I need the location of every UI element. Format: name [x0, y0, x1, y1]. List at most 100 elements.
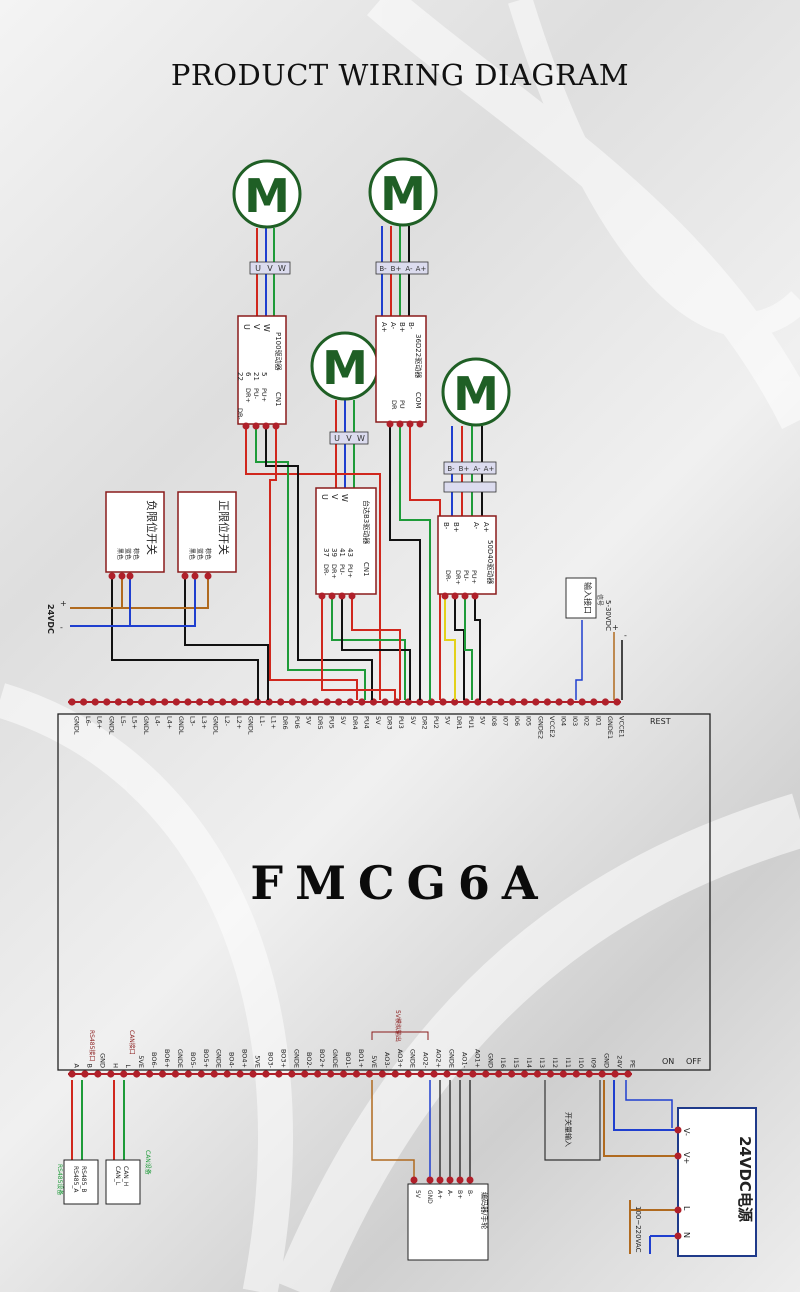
svg-text:M: M: [380, 167, 426, 221]
bottom-terminal-pin-label: GND: [486, 1053, 494, 1068]
top-terminal-pin-label: I03: [571, 716, 579, 726]
svg-text:A+: A+: [380, 322, 388, 333]
svg-text:A+: A+: [484, 465, 495, 473]
bottom-terminal-pin: [520, 1070, 529, 1078]
svg-text:-: -: [60, 623, 63, 632]
svg-text:43: 43: [346, 548, 354, 557]
top-terminal-pin-label: 5V: [339, 716, 347, 725]
svg-text:5: 5: [260, 372, 268, 376]
bottom-terminal-pin-label: BO6+: [163, 1049, 171, 1068]
top-terminal-pin-label: L3+: [200, 716, 208, 729]
svg-text:21: 21: [252, 372, 260, 381]
svg-text:M: M: [453, 367, 499, 421]
bottom-terminal-pin: [171, 1070, 180, 1078]
top-terminal-pin: [509, 698, 517, 706]
top-terminal-pin-label: PU5: [328, 716, 336, 729]
top-terminal-pin-label: DR1: [455, 716, 463, 730]
svg-text:黑色: 黑色: [116, 548, 124, 560]
bottom-terminal-pin: [391, 1070, 399, 1078]
svg-text:负限位开关: 负限位开关: [145, 500, 159, 555]
bottom-terminal-pin-label: GNDE: [176, 1049, 184, 1068]
top-terminal-pin-label: GNDL: [212, 716, 220, 735]
svg-text:B+: B+: [452, 522, 460, 533]
top-terminal-pin: [184, 698, 192, 706]
svg-text:B+: B+: [391, 265, 402, 273]
connector-motor-2: B- B+ A- A+: [375, 261, 429, 275]
top-terminal-pin: [277, 698, 285, 706]
svg-text:棕色: 棕色: [204, 548, 212, 560]
top-terminal-pin-label: 5V: [409, 716, 417, 725]
bottom-terminal-pin-label: BO4+: [241, 1049, 249, 1068]
bottom-terminal-pin: [598, 1070, 606, 1078]
bottom-terminal-pin: [249, 1070, 257, 1078]
svg-text:COM: COM: [414, 392, 422, 408]
bottom-terminal-pin: [145, 1070, 154, 1078]
driver-36d22-pins: [386, 420, 424, 428]
svg-text:A-: A-: [405, 265, 413, 273]
top-terminal-pin: [311, 698, 320, 706]
svg-text:DR+: DR+: [454, 570, 462, 585]
top-terminal-pin-label: PU1: [467, 716, 475, 729]
bottom-terminal-pin: [197, 1070, 205, 1078]
svg-text:编码器/手轮: 编码器/手轮: [480, 1192, 489, 1229]
driver-delta-b3: U V W 台达B3驱动器 CN1 43 41 39 37 PU+ PU- DR…: [315, 487, 377, 595]
bottom-terminal-pin: [314, 1070, 322, 1078]
bottom-terminal-pin: [236, 1070, 244, 1078]
svg-text:U: U: [255, 264, 261, 273]
top-terminal-pin-label: DR4: [351, 716, 359, 730]
motor-4: M: [441, 357, 511, 427]
limit-switch-positive: 正限位开关 棕色 蓝色 黑色: [177, 491, 237, 580]
rs485-device: RS485_B RS485_A RS485设备: [56, 1159, 99, 1205]
top-terminal-pin-label: I06: [513, 716, 521, 726]
bottom-terminal-pin-label: I16: [499, 1058, 507, 1068]
bottom-terminal-pin: [184, 1070, 192, 1078]
top-terminal-pin-label: PU3: [397, 716, 405, 729]
svg-text:DR-: DR-: [322, 564, 330, 576]
bottom-terminal-pin-label: PE: [629, 1060, 637, 1068]
svg-text:DR-: DR-: [444, 570, 452, 582]
bottom-terminal-pin: [339, 1070, 348, 1078]
top-terminal-pin: [219, 698, 227, 706]
bottom-terminal-pin-label: BO3+: [279, 1049, 287, 1068]
svg-text:B+: B+: [456, 1190, 463, 1199]
bottom-terminal-pin-label: AO1-: [460, 1052, 468, 1069]
top-terminal-pin: [346, 698, 354, 706]
bottom-terminal-pin-label: BO3-: [266, 1052, 274, 1069]
svg-text:正限位开关: 正限位开关: [217, 500, 231, 555]
svg-text:U: U: [242, 324, 251, 330]
bottom-terminal-pin-label: AO3-: [383, 1052, 391, 1069]
svg-text:CAN接口: CAN接口: [128, 1030, 136, 1055]
top-terminal-pin: [126, 698, 134, 706]
svg-text:100~220VAC: 100~220VAC: [634, 1206, 642, 1253]
bottom-terminal-pin: [482, 1070, 490, 1078]
page-title: PRODUCT WIRING DIAGRAM: [170, 58, 630, 92]
svg-text:RS485设备: RS485设备: [56, 1164, 64, 1195]
top-terminal-pin-label: DR3: [386, 716, 394, 730]
bottom-terminal-pin: [456, 1070, 464, 1078]
motor-2: M: [368, 157, 438, 227]
top-terminal-pin: [358, 698, 366, 706]
svg-text:V: V: [330, 494, 339, 500]
on-label: ON: [662, 1057, 674, 1066]
svg-text:RS485_B: RS485_B: [80, 1166, 87, 1193]
top-terminal-pin: [567, 698, 575, 706]
bottom-terminal-pin: [365, 1070, 373, 1078]
top-terminal-pin-label: L4+: [165, 716, 173, 729]
top-terminal-pin-label: DR5: [316, 716, 324, 730]
bottom-terminal-pin-label: AO2+: [435, 1049, 443, 1068]
top-terminal-pin: [404, 698, 412, 706]
svg-text:W: W: [278, 264, 286, 273]
bottom-terminal-pin-label: H: [111, 1063, 119, 1068]
svg-text:W: W: [340, 494, 349, 502]
top-terminal-pin: [381, 698, 389, 706]
svg-text:PU+: PU+: [260, 388, 268, 402]
bottom-terminal-pin-label: BO1-: [344, 1052, 352, 1069]
bottom-terminal-pin-label: GNDE: [215, 1049, 223, 1068]
top-terminal-pin: [137, 698, 146, 706]
bottom-terminal-pin: [81, 1070, 89, 1078]
top-terminal-pin-label: DR2: [420, 716, 428, 730]
encoder-device: 5V GND A+ A- B+ B- 编码器/手轮: [407, 1176, 489, 1261]
top-terminal-pin: [114, 698, 122, 706]
top-terminal-pin: [520, 698, 528, 706]
